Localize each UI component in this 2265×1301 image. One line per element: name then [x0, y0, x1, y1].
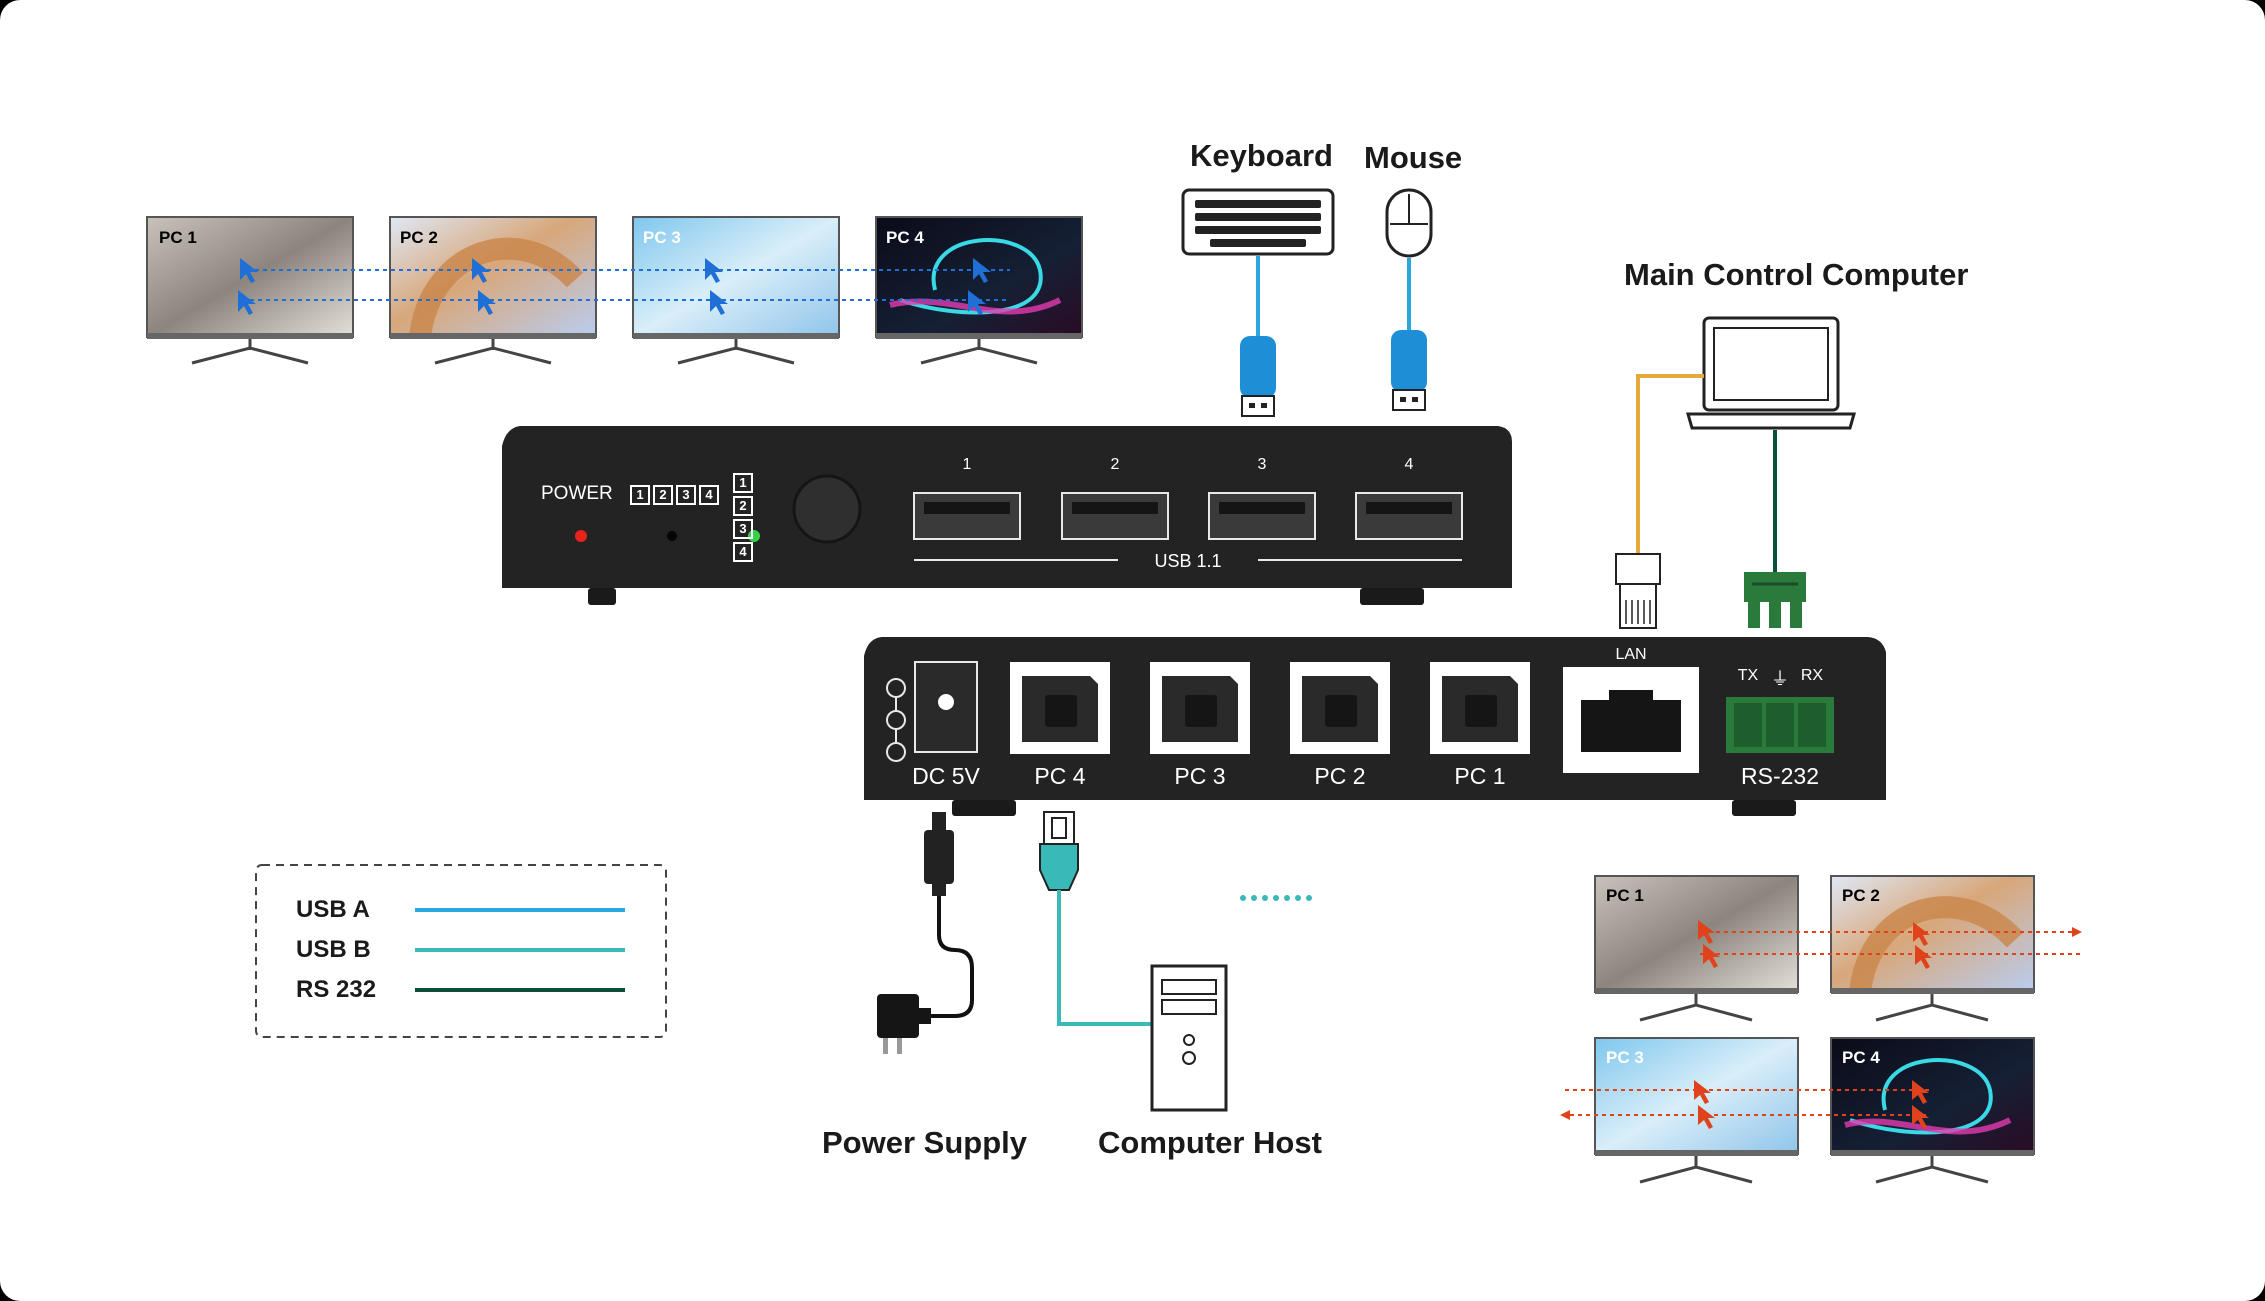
keyboard-icon [1181, 188, 1335, 256]
dc-polarity-icon [886, 678, 906, 762]
more-hosts-dots [1240, 895, 1312, 901]
usb-a-plug-mouse-icon [1391, 330, 1427, 411]
rs232-pin-rx: RX [1800, 667, 1824, 684]
power-cable [928, 896, 974, 1018]
power-led [575, 530, 587, 542]
legend-label-rs232: RS 232 [296, 976, 377, 1003]
top-monitor-pc1-label: PC 1 [159, 228, 197, 247]
top-monitors [146, 216, 1083, 365]
monitor-pc2-bottom [1830, 875, 2035, 1022]
pc4-port-label: PC 4 [1034, 763, 1086, 789]
top-monitor-pc3-label: PC 3 [643, 228, 681, 247]
monitor-pc2-top [389, 216, 597, 365]
cursor-paths-red [1565, 931, 2080, 1116]
kvm-front-panel [502, 426, 1512, 605]
lan-cable [1636, 374, 1704, 556]
usb-port-number-3: 3 [1257, 456, 1267, 473]
pc-indicator-strip: 1 2 3 4 [630, 485, 719, 505]
usb-port-3 [1208, 492, 1316, 540]
mouse-label: Mouse [1364, 140, 1463, 175]
bottom-monitor-pc2-label: PC 2 [1842, 886, 1880, 905]
pc2-port-label: PC 2 [1314, 763, 1366, 789]
bottom-monitors [1560, 875, 2082, 1184]
pc-indicator-1: 1 [630, 485, 650, 505]
computer-host-label: Computer Host [1098, 1125, 1322, 1160]
pc-indicator-4: 4 [699, 485, 719, 505]
power-plug-icon [924, 812, 954, 896]
power-supply-label: Power Supply [822, 1125, 1027, 1160]
usb-port-4 [1355, 492, 1463, 540]
rs232-pin-tx: TX [1737, 667, 1759, 684]
power-adapter-icon [877, 994, 931, 1054]
rj45-plug-icon [1615, 553, 1661, 629]
power-label: POWER [541, 483, 613, 504]
usb-port-number-4: 4 [1404, 456, 1414, 473]
monitor-pc1-bottom [1594, 875, 1799, 1022]
button-grid: 1 2 3 4 [733, 473, 775, 562]
monitor-pc4-top [875, 216, 1083, 365]
top-monitor-pc4-label: PC 4 [886, 228, 924, 247]
rs232-label: RS-232 [1741, 763, 1819, 789]
front-usb-ports [913, 492, 1463, 540]
dc-label: DC 5V [912, 763, 980, 789]
pc-indicator-3: 3 [676, 485, 696, 505]
rs232-plug-icon [1744, 572, 1806, 628]
main-control-computer-label: Main Control Computer [1624, 257, 1969, 292]
monitor-pc4-bottom [1830, 1037, 2035, 1184]
usb-b-plug-icon [1039, 811, 1079, 891]
button-grid-3: 3 [733, 519, 753, 539]
laptop-icon [1686, 316, 1856, 430]
top-monitor-pc2-label: PC 2 [400, 228, 438, 247]
legend-label-usb-a: USB A [296, 896, 370, 923]
monitor-pc3-top [632, 216, 840, 365]
bottom-monitor-pc3-label: PC 3 [1606, 1048, 1644, 1067]
rs232-terminal [1726, 697, 1834, 753]
usb-port-1 [913, 492, 1021, 540]
monitor-pc3-bottom [1594, 1037, 1799, 1184]
pc3-port-label: PC 3 [1174, 763, 1226, 789]
legend [255, 864, 667, 1038]
usb-a-plug-keyboard-icon [1240, 336, 1276, 417]
mouse-icon [1385, 188, 1433, 258]
pc-indicator-2: 2 [653, 485, 673, 505]
rs232-pin-ground: ⏚ [1771, 669, 1789, 689]
lan-label: LAN [1615, 646, 1647, 663]
keyboard-label: Keyboard [1190, 138, 1333, 173]
pc1-port-label: PC 1 [1454, 763, 1506, 789]
usb-b-cable [1057, 890, 1152, 1026]
usb-label: USB 1.1 [1154, 551, 1222, 571]
button-grid-4: 4 [733, 542, 753, 562]
usb-b-ports [1010, 662, 1530, 754]
legend-label-usb-b: USB B [296, 936, 371, 963]
kvm-back-panel [864, 637, 1886, 816]
button-grid-2: 2 [733, 496, 753, 516]
computer-host-icon [1150, 964, 1228, 1112]
cursor-arrows-red [1560, 920, 2082, 1129]
status-led [667, 531, 677, 541]
bottom-monitor-pc1-label: PC 1 [1606, 886, 1644, 905]
switch-button [792, 474, 862, 544]
button-grid-1: 1 [733, 473, 753, 493]
usb-port-number-1: 1 [962, 456, 972, 473]
cursor-arrows-blue [238, 258, 991, 315]
bottom-monitor-pc4-label: PC 4 [1842, 1048, 1880, 1067]
usb-port-2 [1061, 492, 1169, 540]
usb-port-number-2: 2 [1110, 456, 1120, 473]
